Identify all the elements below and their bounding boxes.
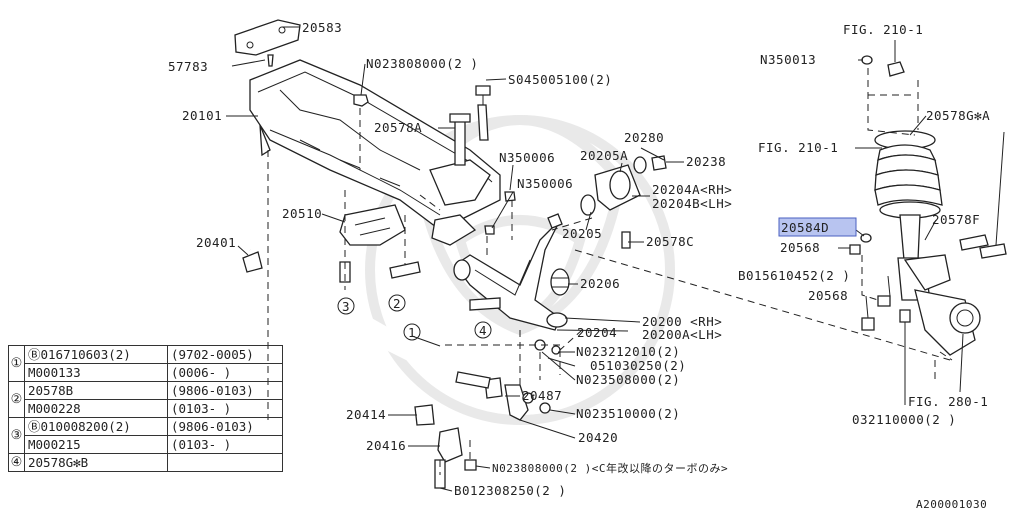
table-cell-date: (9702-0005) — [167, 345, 283, 364]
label-n023510000: N023510000(2) — [576, 406, 680, 421]
label-n350013: N350013 — [760, 52, 816, 67]
label-n023212010: N023212010(2) — [576, 344, 680, 359]
table-cell-part: 20578B — [24, 381, 168, 400]
table-cell-part: M000215 — [24, 435, 168, 454]
label-20200: 20200 <RH> — [642, 314, 722, 329]
label-n023808000-turbo: N023808000(2 )<C年改以降のターボのみ> — [492, 461, 728, 475]
callout-4: 4 — [479, 323, 487, 338]
label-20204B: 20204B<LH> — [652, 196, 732, 211]
label-fig-210-1-top: FIG. 210-1 — [843, 22, 923, 37]
label-fig-280-1: FIG. 280-1 — [908, 394, 988, 409]
table-cell-part: Ⓑ010008200(2) — [24, 417, 168, 436]
table-cell-date: (9806-0103) — [167, 417, 283, 436]
label-20200A: 20200A<LH> — [642, 327, 722, 342]
label-20206: 20206 — [580, 276, 620, 291]
misc-bolts — [339, 261, 501, 389]
table-cell-date: (0103- ) — [167, 435, 283, 454]
label-20510: 20510 — [282, 206, 322, 221]
label-20578GA: 20578G✻A — [926, 108, 990, 123]
label-20568-lower: 20568 — [808, 288, 848, 303]
document-id: A200001030 — [916, 498, 987, 511]
label-20578C: 20578C — [646, 234, 694, 249]
label-20101: 20101 — [182, 108, 222, 123]
label-20401: 20401 — [196, 235, 236, 250]
label-20238: 20238 — [686, 154, 726, 169]
stabilizer-parts — [414, 339, 561, 489]
label-n023508000: N023508000(2) — [576, 372, 680, 387]
label-20414: 20414 — [346, 407, 386, 422]
bushing-20206 — [550, 268, 570, 296]
table-cell-date: (0006- ) — [167, 363, 283, 382]
table-cell-part: M000228 — [24, 399, 168, 418]
callout-1: 1 — [408, 325, 416, 340]
table-row-key: ① — [8, 345, 25, 382]
label-20578F: 20578F — [932, 212, 980, 227]
label-20204A: 20204A<RH> — [652, 182, 732, 197]
label-b015610452: B015610452(2 ) — [738, 268, 850, 283]
label-20568-upper: 20568 — [780, 240, 820, 255]
lower-arm — [453, 213, 568, 331]
table-cell-part: 20578G✻B — [24, 453, 168, 472]
label-n350006-upper: N350006 — [499, 150, 555, 165]
table-cell-date — [167, 453, 283, 472]
label-20280: 20280 — [624, 130, 664, 145]
label-20583: 20583 — [302, 20, 342, 35]
table-row-key: ④ — [8, 453, 25, 472]
label-n023808000: N023808000(2 ) — [366, 56, 478, 71]
label-20204: 20204 — [577, 325, 617, 340]
label-fig-210-1-mid: FIG. 210-1 — [758, 140, 838, 155]
label-20487: 20487 — [522, 388, 562, 403]
part-labels: 20583 57783 20101 N023808000(2 ) S045005… — [168, 20, 990, 511]
strut-assembly — [849, 55, 1007, 356]
table-cell-part: Ⓑ016710603(2) — [24, 345, 168, 364]
callout-2: 2 — [393, 296, 401, 311]
callout-3: 3 — [342, 299, 350, 314]
label-57783: 57783 — [168, 59, 208, 74]
crossmember — [249, 59, 501, 246]
label-051030250: 051030250(2) — [590, 358, 686, 373]
label-20205: 20205 — [562, 226, 602, 241]
label-b012308250: B012308250(2 ) — [454, 483, 566, 498]
circled-callouts: 3 2 4 1 — [337, 294, 492, 341]
rear-bushing-assembly — [580, 155, 667, 249]
bracket-20510 — [339, 204, 406, 246]
table-row: M000133(0006- ) — [9, 363, 283, 382]
table-cell-part: M000133 — [24, 363, 168, 382]
nut-n023808000 — [353, 94, 369, 107]
label-n350006-lower: N350006 — [517, 176, 573, 191]
table-row-key: ③ — [8, 417, 25, 454]
highlight-20584D — [778, 217, 857, 237]
label-20578A: 20578A — [374, 120, 422, 135]
label-20416: 20416 — [366, 438, 406, 453]
label-032110000: 032110000(2 ) — [852, 412, 956, 427]
label-20205A: 20205A — [580, 148, 628, 163]
table-cell-date: (9806-0103) — [167, 381, 283, 400]
label-s045005100: S045005100(2) — [508, 72, 612, 87]
table-row: M000215(0103- ) — [9, 435, 283, 454]
table-row: M000228(0103- ) — [9, 399, 283, 418]
label-20420: 20420 — [578, 430, 618, 445]
label-20584D: 20584D — [781, 220, 829, 235]
leader-lines — [226, 26, 1005, 492]
bolt-20578A — [449, 85, 491, 166]
nut-n350006-lower — [484, 225, 495, 235]
table-cell-date: (0103- ) — [167, 399, 283, 418]
table-row-key: ② — [8, 381, 25, 418]
assembly-lines — [267, 68, 953, 475]
